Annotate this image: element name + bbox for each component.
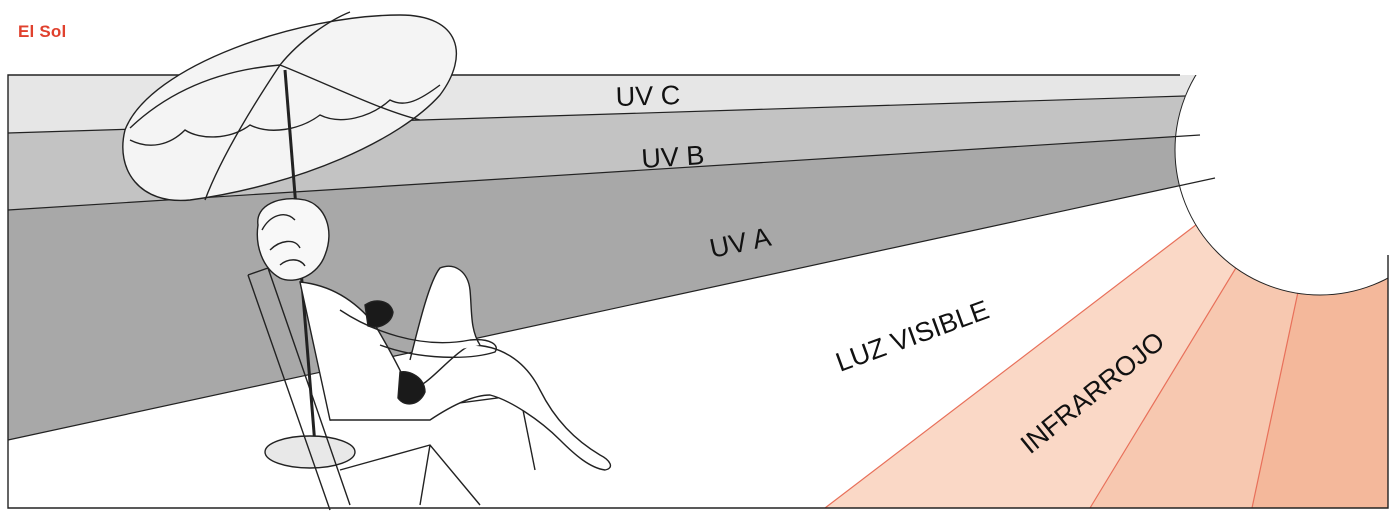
diagram-title: El Sol xyxy=(18,22,67,41)
umbrella-panel-line xyxy=(129,64,281,129)
woman-swimsuit xyxy=(364,300,426,405)
umbrella-panel-line xyxy=(279,64,421,121)
infrared-ray-3 xyxy=(1252,245,1388,508)
woman-arm xyxy=(339,309,497,358)
woman-body xyxy=(299,281,612,471)
uvb-label: UV B xyxy=(640,140,705,174)
woman-raised-leg xyxy=(409,265,481,361)
umbrella-panel-line xyxy=(279,11,351,66)
umbrella-panel-line xyxy=(204,64,281,201)
sun-mask-right xyxy=(1388,0,1395,517)
infrared-ray-1 xyxy=(825,205,1262,508)
umbrella-canopy xyxy=(122,14,457,202)
infrared-ray-2 xyxy=(1090,225,1308,508)
umbrella-fringe xyxy=(129,84,441,146)
woman-hair-curls xyxy=(261,214,306,267)
woman-head xyxy=(256,198,330,281)
sunbathing-woman-illustration xyxy=(247,198,612,511)
uvc-label: UV C xyxy=(615,80,680,112)
sun-mask-top xyxy=(1170,0,1395,75)
